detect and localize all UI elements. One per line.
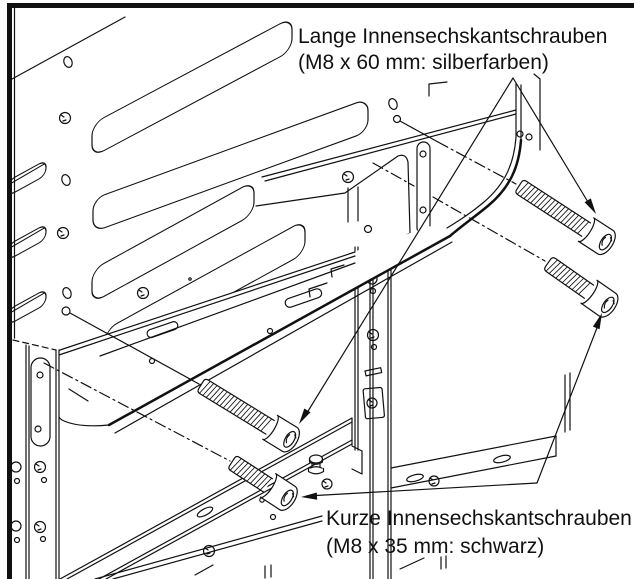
side-bracket — [428, 73, 541, 238]
post-details — [362, 273, 385, 420]
short-screw-bottom — [228, 455, 298, 511]
bottom-rails — [59, 372, 571, 579]
label-long-screws-line2: (M8 x 60 mm: silberfarben) — [298, 51, 549, 74]
leader-lines — [299, 77, 602, 500]
center-post — [354, 246, 392, 579]
label-short-screws-line2: (M8 x 35 mm: schwarz) — [326, 535, 544, 558]
label-long-screws-line1: Lange Innensechskantschrauben — [298, 25, 607, 48]
leader-long-screws — [299, 77, 596, 424]
left-post — [10, 338, 60, 579]
figure-border — [7, 3, 634, 579]
bolt-knob — [307, 454, 325, 475]
long-screw-top-right — [515, 179, 616, 256]
label-short-screws-line1: Kurze Innensechskantschrauben — [326, 507, 632, 530]
long-screw-middle — [197, 378, 300, 453]
panel-holes — [61, 56, 402, 316]
front-rail — [94, 515, 447, 579]
short-screw-right — [544, 257, 619, 318]
panel-fold-lines — [255, 109, 517, 249]
panel-screw-symbols — [56, 111, 355, 300]
shelf-details — [146, 264, 345, 365]
right-rail — [390, 372, 571, 489]
vertical-slot — [416, 141, 431, 235]
screw-axis-lines — [43, 120, 546, 462]
mounting-shelf — [56, 222, 453, 434]
labels: Lange Innensechskantschrauben (M8 x 60 m… — [298, 25, 632, 558]
leader-short-screws — [301, 313, 602, 500]
left-flange-slots — [7, 162, 47, 323]
